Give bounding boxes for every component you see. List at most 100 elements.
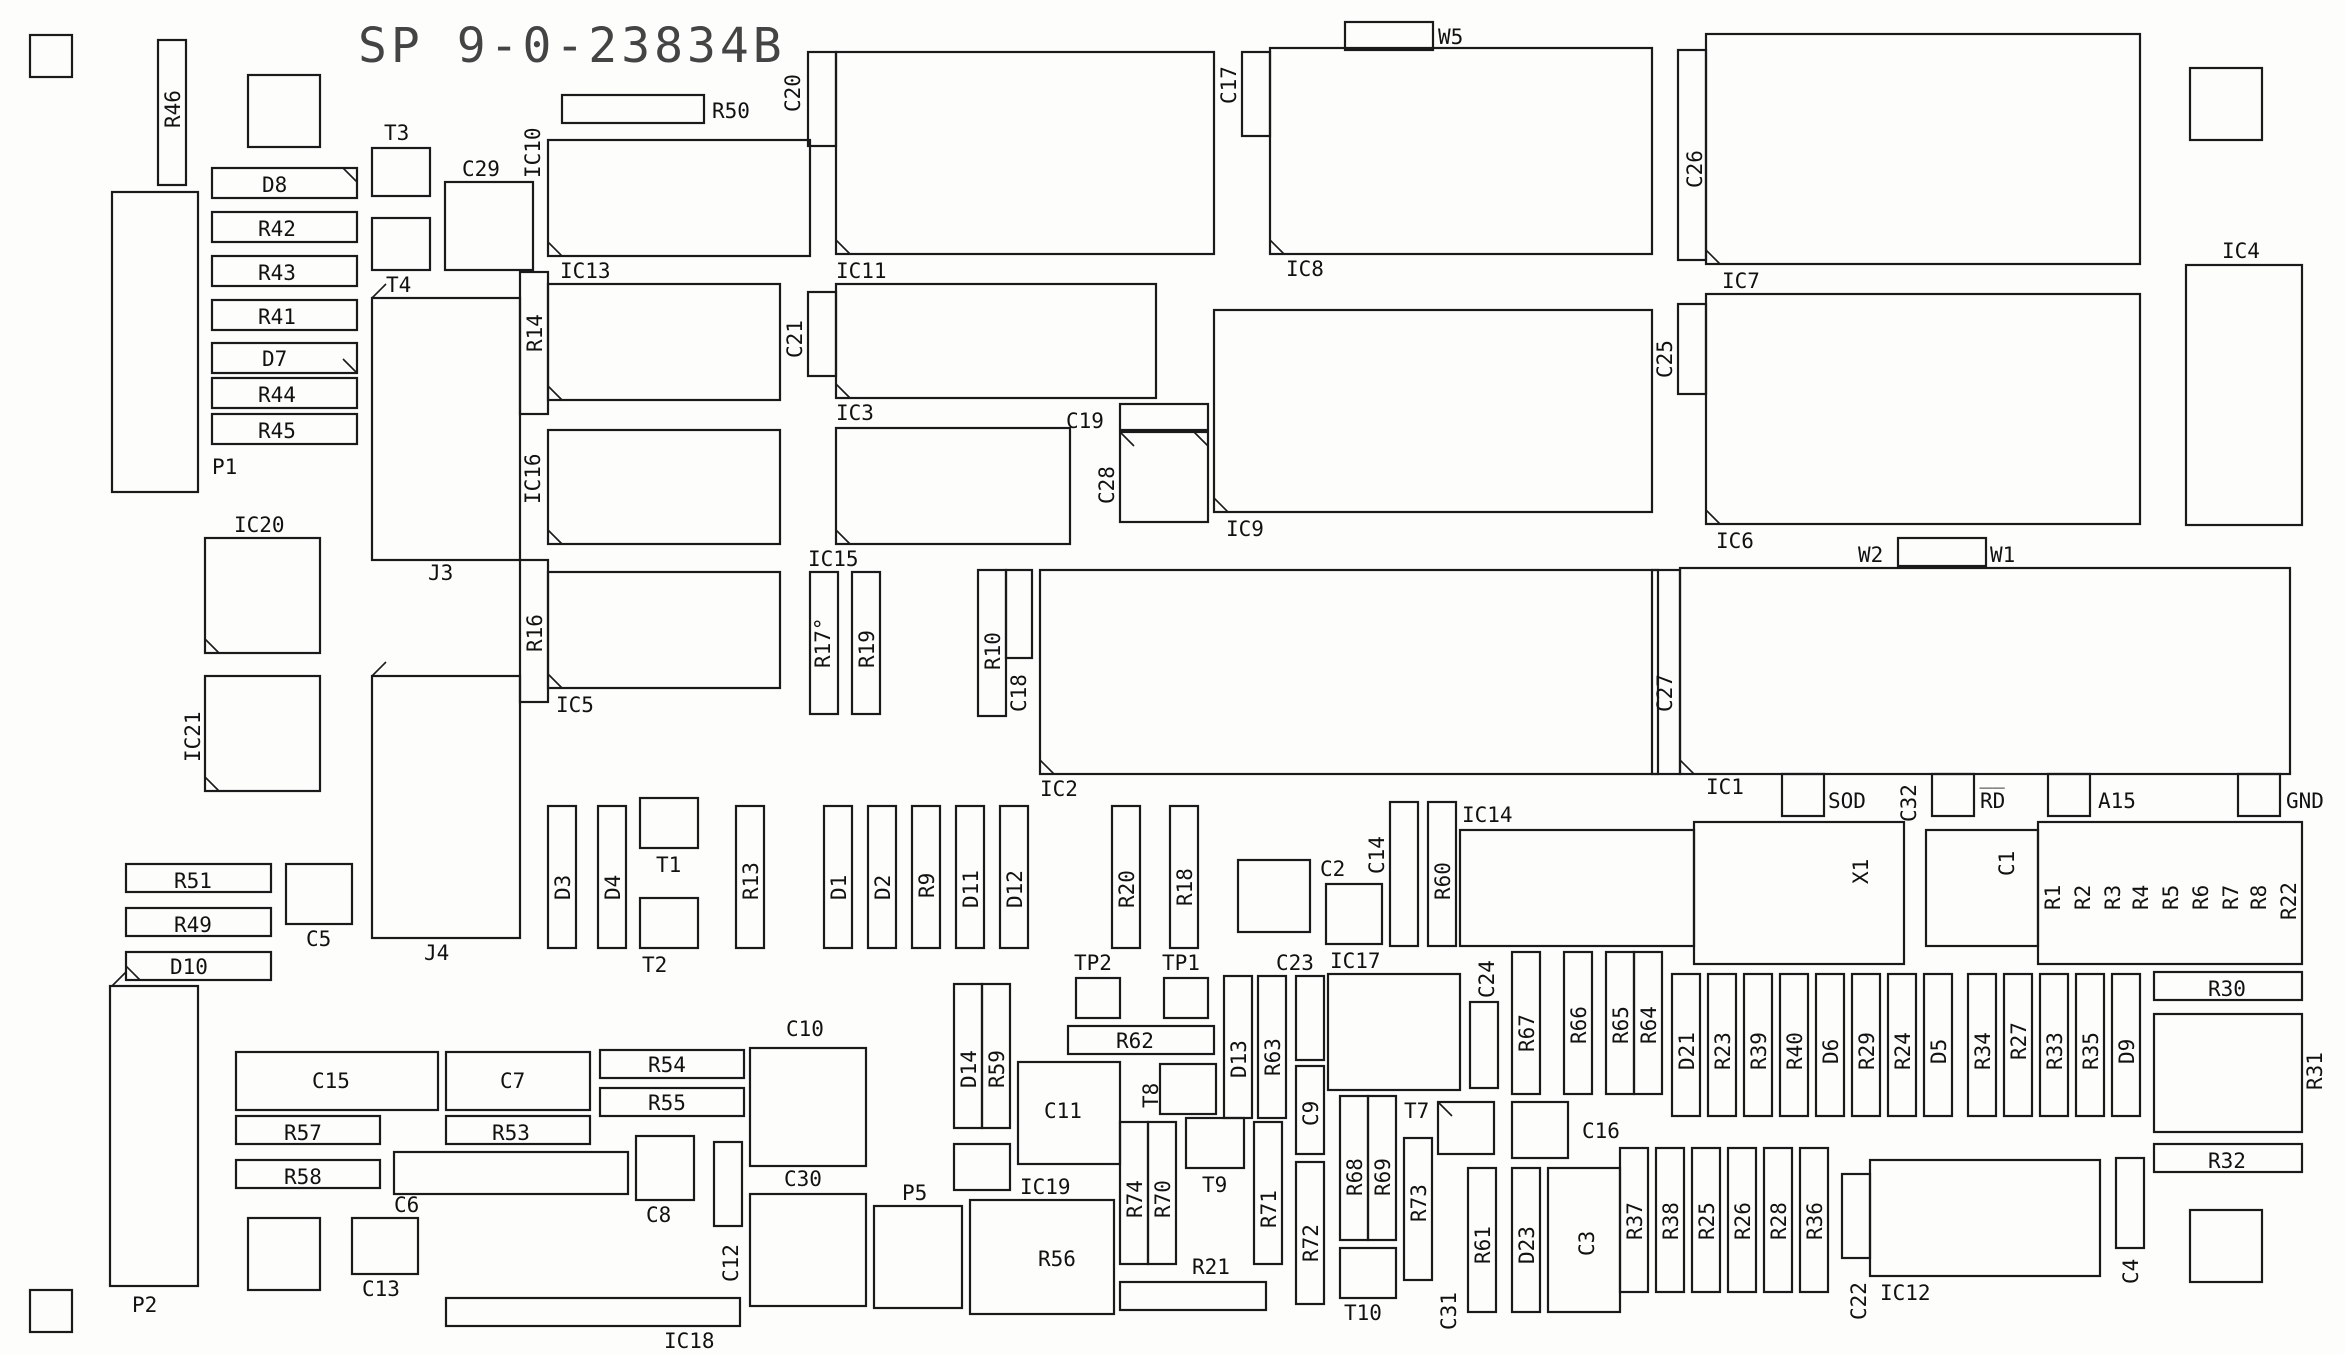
label-T9: T9 — [1202, 1173, 1227, 1197]
resistor-R9 — [910, 804, 942, 950]
drawing-number: SP 9-0-23834B — [358, 18, 786, 74]
resistor-R21 — [1118, 1280, 1268, 1312]
resistor-R57 — [234, 1114, 382, 1146]
left-column-parts: R46 P1 D8 R42 R43 R41 D7 R44 R45 T3 T4 C… — [108, 38, 535, 1317]
transistor-T7 — [1436, 1100, 1496, 1156]
ic-IC6 — [1704, 292, 2142, 526]
ic-IC5 — [546, 570, 782, 690]
label-IC12: IC12 — [1880, 1281, 1931, 1305]
label-R17: R17° — [811, 617, 835, 668]
label-IC1: IC1 — [1706, 775, 1744, 799]
resistor-R38 — [1654, 1146, 1686, 1294]
capacitor-C5 — [284, 862, 354, 926]
connector-P5 — [872, 1204, 964, 1310]
ic-IC21 — [203, 674, 322, 793]
capacitor-C19 — [1118, 402, 1210, 432]
diode-D21 — [1670, 972, 1702, 1118]
label-R32: R32 — [2208, 1149, 2246, 1173]
label-R14: R14 — [523, 314, 547, 352]
label-IC7: IC7 — [1722, 269, 1760, 293]
test-point-TP2 — [1074, 976, 1122, 1020]
resistor-R42 — [210, 210, 359, 244]
label-C6: C6 — [394, 1193, 419, 1217]
label-C7: C7 — [500, 1069, 525, 1093]
label-C31: C31 — [1437, 1292, 1461, 1330]
label-D11: D11 — [959, 870, 983, 908]
label-C12: C12 — [719, 1244, 743, 1282]
label-R10: R10 — [981, 632, 1005, 670]
label-D9: D9 — [2115, 1039, 2139, 1064]
resistor-R50 — [560, 93, 706, 125]
label-D6: D6 — [1819, 1039, 1843, 1064]
label-J4: J4 — [424, 941, 449, 965]
label-C4: C4 — [2119, 1259, 2143, 1284]
resistor-R62 — [1066, 1024, 1216, 1056]
label-IC6: IC6 — [1716, 529, 1754, 553]
capacitor-C29 — [443, 180, 535, 272]
capacitor-C30 — [748, 1192, 868, 1308]
resistor-R71 — [1252, 1120, 1284, 1266]
ic-IC14 — [1458, 828, 1696, 948]
ic-IC20 — [203, 536, 322, 655]
resistor-R54 — [598, 1048, 746, 1080]
resistor-R26 — [1726, 1146, 1758, 1294]
resistor-R49 — [124, 906, 273, 938]
label-SOD: SOD — [1828, 789, 1866, 813]
label-R18: R18 — [1173, 868, 1197, 906]
ic-IC12 — [1868, 1158, 2102, 1278]
label-R72: R72 — [1299, 1224, 1323, 1262]
label-C21: C21 — [783, 320, 807, 358]
diode-D8 — [210, 166, 359, 200]
capacitor-C24 — [1468, 1000, 1500, 1090]
label-R23: R23 — [1711, 1032, 1735, 1070]
label-RD: R̅D̅ — [1979, 788, 2005, 813]
top-ic-row: R50 IC10 IC13 C20 IC11 W5 C17 IC8 C26 IC… — [521, 20, 2304, 527]
label-R61: R61 — [1471, 1226, 1495, 1264]
label-D7: D7 — [262, 347, 287, 371]
label-P2: P2 — [132, 1293, 157, 1317]
resistor-R73 — [1402, 1136, 1434, 1282]
capacitor-C9 — [1294, 1064, 1326, 1156]
label-IC8: IC8 — [1286, 257, 1324, 281]
label-T3: T3 — [384, 121, 409, 145]
label-R59: R59 — [985, 1050, 1009, 1088]
label-IC9: IC9 — [1226, 517, 1264, 541]
label-T8: T8 — [1139, 1083, 1163, 1108]
resistor-R41 — [210, 298, 359, 332]
capacitor-C21 — [806, 290, 838, 378]
label-R29: R29 — [1855, 1032, 1879, 1070]
label-D14: D14 — [957, 1050, 981, 1088]
capacitor-C6 — [392, 1150, 630, 1196]
capacitor-C18 — [1004, 568, 1034, 660]
label-R55: R55 — [648, 1091, 686, 1115]
label-R63: R63 — [1261, 1038, 1285, 1076]
label-C23: C23 — [1276, 951, 1314, 975]
test-pad-A15 — [2046, 772, 2092, 818]
resistor-R36 — [1798, 1146, 1830, 1294]
square-pad-top-left — [246, 73, 322, 149]
label-R58: R58 — [284, 1165, 322, 1189]
ic-IC4 — [2184, 263, 2304, 527]
label-R46: R46 — [161, 90, 185, 128]
label-T7: T7 — [1404, 1099, 1429, 1123]
label-R68: R68 — [1343, 1158, 1367, 1196]
label-R69: R69 — [1371, 1158, 1395, 1196]
diode-D3 — [546, 804, 578, 950]
mounting-pads — [28, 33, 2264, 1334]
label-R3: R3 — [2101, 885, 2125, 910]
label-R67: R67 — [1515, 1014, 1539, 1052]
label-IC17: IC17 — [1330, 949, 1381, 973]
label-IC20: IC20 — [234, 513, 285, 537]
test-pad-GND — [2236, 772, 2282, 818]
resistor-R60 — [1426, 800, 1458, 948]
label-R28: R28 — [1767, 1202, 1791, 1240]
label-IC14: IC14 — [1462, 803, 1513, 827]
label-R34: R34 — [1971, 1032, 1995, 1070]
label-C32: C32 — [1897, 784, 1921, 822]
connector-P1 — [110, 190, 200, 494]
resistor-R24 — [1886, 972, 1918, 1118]
label-T10: T10 — [1344, 1301, 1382, 1325]
label-C18: C18 — [1007, 674, 1031, 712]
